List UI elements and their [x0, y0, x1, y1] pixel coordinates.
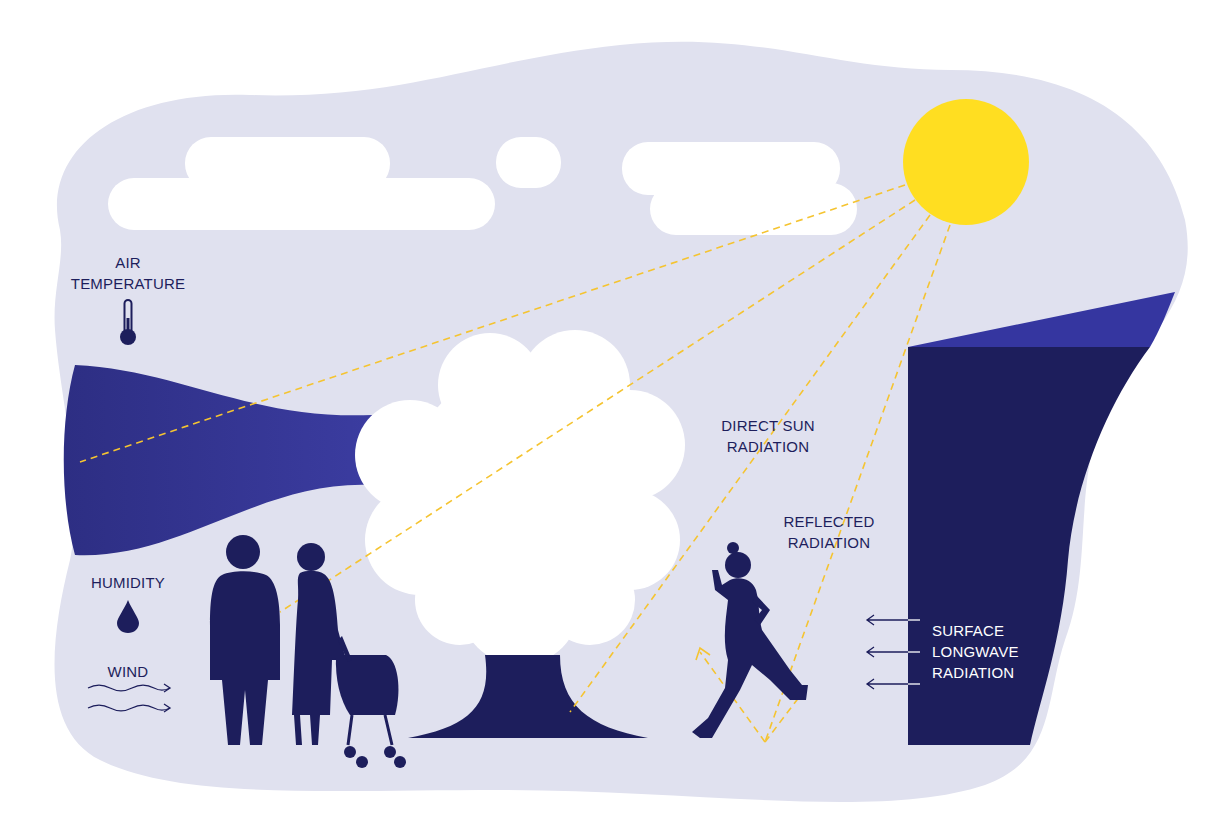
- reflect-arrowhead: [696, 648, 710, 660]
- building: [908, 347, 1150, 745]
- longwave-arrows: [867, 615, 920, 689]
- humidity-label: HUMIDITY: [78, 572, 178, 593]
- tree-trunk: [408, 655, 648, 738]
- people: [210, 535, 808, 768]
- wind-label: WIND: [88, 661, 168, 682]
- humidity-drop: [117, 600, 139, 633]
- wind-icon: [88, 684, 170, 712]
- reflected-radiation-label: REFLECTED RADIATION: [770, 511, 888, 553]
- clouds: [108, 137, 857, 235]
- ground-blob: [55, 42, 1188, 802]
- sun: [903, 99, 1029, 225]
- direct-radiation-label: DIRECT SUN RADIATION: [718, 415, 818, 457]
- thermometer-icon: [120, 300, 136, 345]
- building-roof: [908, 292, 1175, 347]
- tree-canopy: [355, 330, 685, 665]
- wind-band: [64, 365, 372, 555]
- longwave-radiation-label: SURFACE LONGWAVE RADIATION: [932, 620, 1044, 683]
- longwave-arrows-on-building: [908, 620, 920, 684]
- air-temperature-label: AIR TEMPERATURE: [58, 252, 198, 294]
